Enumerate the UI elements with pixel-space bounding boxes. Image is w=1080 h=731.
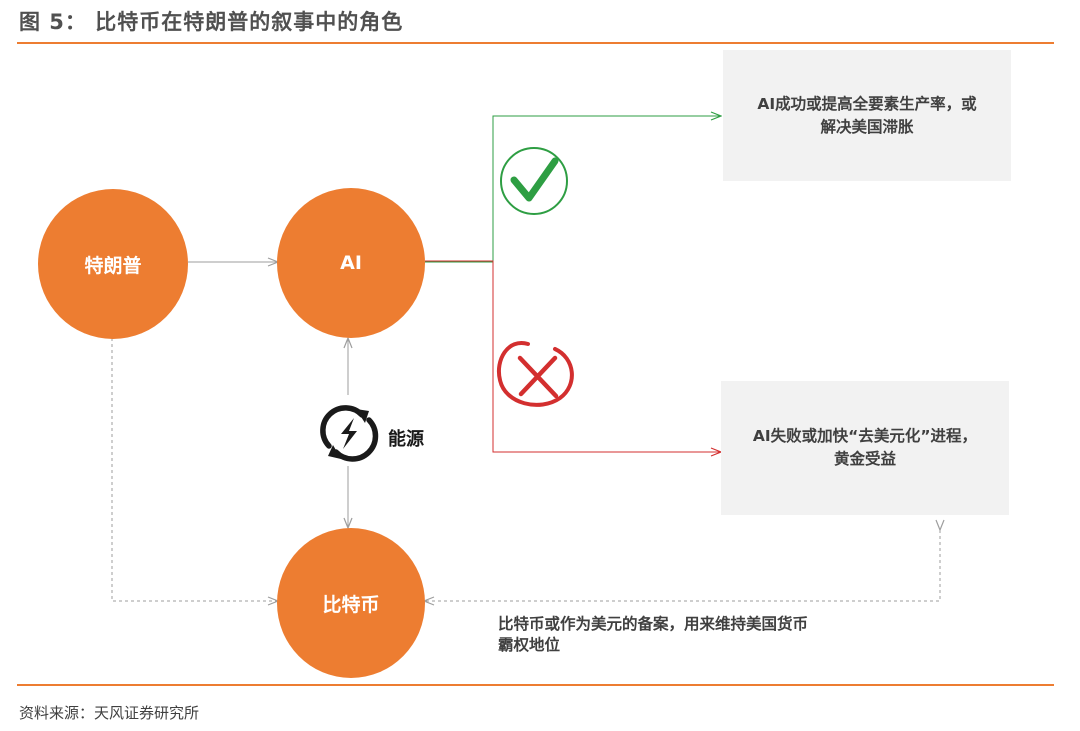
node-trump-label: 特朗普 [84,254,142,277]
cross-icon [496,341,574,407]
node-trump: 特朗普 [38,189,188,339]
arrow-ai-to-success [425,116,721,263]
check-icon [500,147,568,215]
success-outcome-line2: 解决美国滞胀 [820,117,914,136]
energy-label: 能源 [388,429,424,450]
bitcoin-note: 比特币或作为美元的备案，用来维持美国货币 霸权地位 [498,614,878,656]
bitcoin-note-line1: 比特币或作为美元的备案，用来维持美国货币 [498,615,809,633]
failure-outcome-box: AI失败或加快“去美元化”进程， 黄金受益 [721,381,1009,515]
top-divider [17,42,1054,44]
node-ai-label: AI [340,252,362,274]
failure-outcome-line2: 黄金受益 [833,450,896,468]
success-outcome-line1: AI成功或提高全要素生产率，或 [757,94,977,113]
success-outcome-box: AI成功或提高全要素生产率，或 解决美国滞胀 [723,50,1011,181]
failure-outcome-line1: AI失败或加快“去美元化”进程， [752,427,978,445]
node-bitcoin: 比特币 [277,528,425,678]
node-bitcoin-label: 比特币 [322,593,380,616]
arrow-bitcoin-failure-link [424,530,940,601]
lightning-cycle-icon [320,405,379,462]
source-note: 资料来源：天风证券研究所 [19,704,200,722]
figure-title: 图 5： 比特币在特朗普的叙事中的角色 [19,10,404,34]
node-ai: AI [277,188,425,338]
bottom-divider [17,684,1054,686]
bitcoin-note-line2: 霸权地位 [498,636,561,654]
arrow-trump-to-bitcoin [111,338,278,601]
arrow-ai-to-failure [425,260,721,452]
